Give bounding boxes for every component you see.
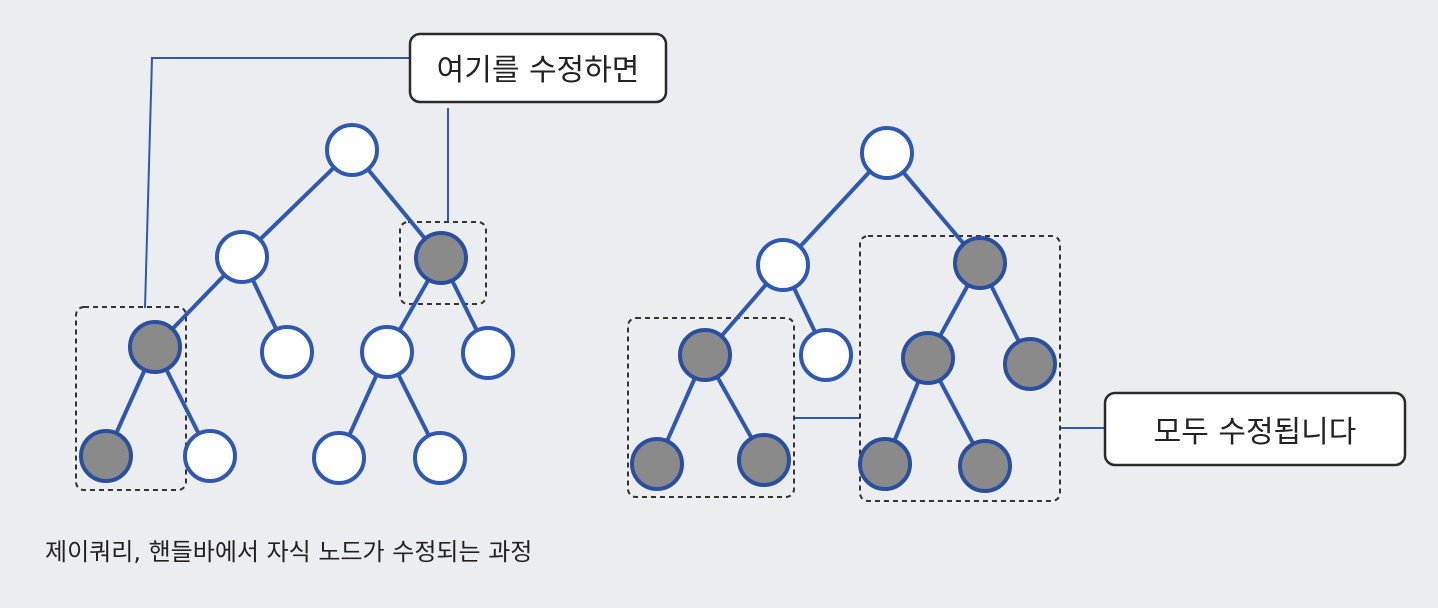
tree-node-modified	[79, 429, 133, 483]
tree-node	[413, 431, 467, 485]
callout-right-text: 모두 수정됩니다	[1154, 415, 1357, 450]
selection-box-left-subtree	[75, 306, 187, 491]
tree-node	[312, 431, 366, 485]
right-tree-edges	[655, 151, 1032, 468]
tree-node-modified	[958, 439, 1012, 493]
callout-right: 모두 수정됩니다	[1103, 391, 1407, 467]
callout-left: 여기를 수정하면	[408, 32, 668, 104]
tree-node	[461, 326, 515, 380]
tree-node	[260, 325, 314, 379]
callout-connector-left	[144, 57, 410, 309]
tree-node-modified	[737, 433, 791, 487]
tree-node-modified	[1003, 337, 1057, 391]
tree-node-modified	[128, 320, 182, 374]
figure-caption: 제이쿼리, 핸들바에서 자식 노드가 수정되는 과정	[45, 538, 532, 566]
tree-node	[360, 325, 414, 379]
callout-left-text: 여기를 수정하면	[437, 53, 640, 88]
left-tree-nodes	[79, 123, 515, 485]
selection-box-right-subtree-a	[627, 317, 795, 498]
tree-node	[183, 429, 237, 483]
right-tree-nodes	[630, 126, 1057, 493]
tree-node	[860, 126, 914, 180]
tree-node-modified	[414, 231, 468, 285]
selection-box-right-subtree-b	[859, 235, 1061, 502]
tree-node	[799, 328, 853, 382]
tree-node	[756, 238, 810, 292]
tree-node-modified	[630, 437, 684, 491]
tree-node	[325, 123, 379, 177]
tree-node-modified	[953, 236, 1007, 290]
tree-node	[215, 230, 269, 284]
tree-node-modified	[901, 331, 955, 385]
tree-node-modified	[858, 437, 912, 491]
tree-node-modified	[678, 328, 732, 382]
